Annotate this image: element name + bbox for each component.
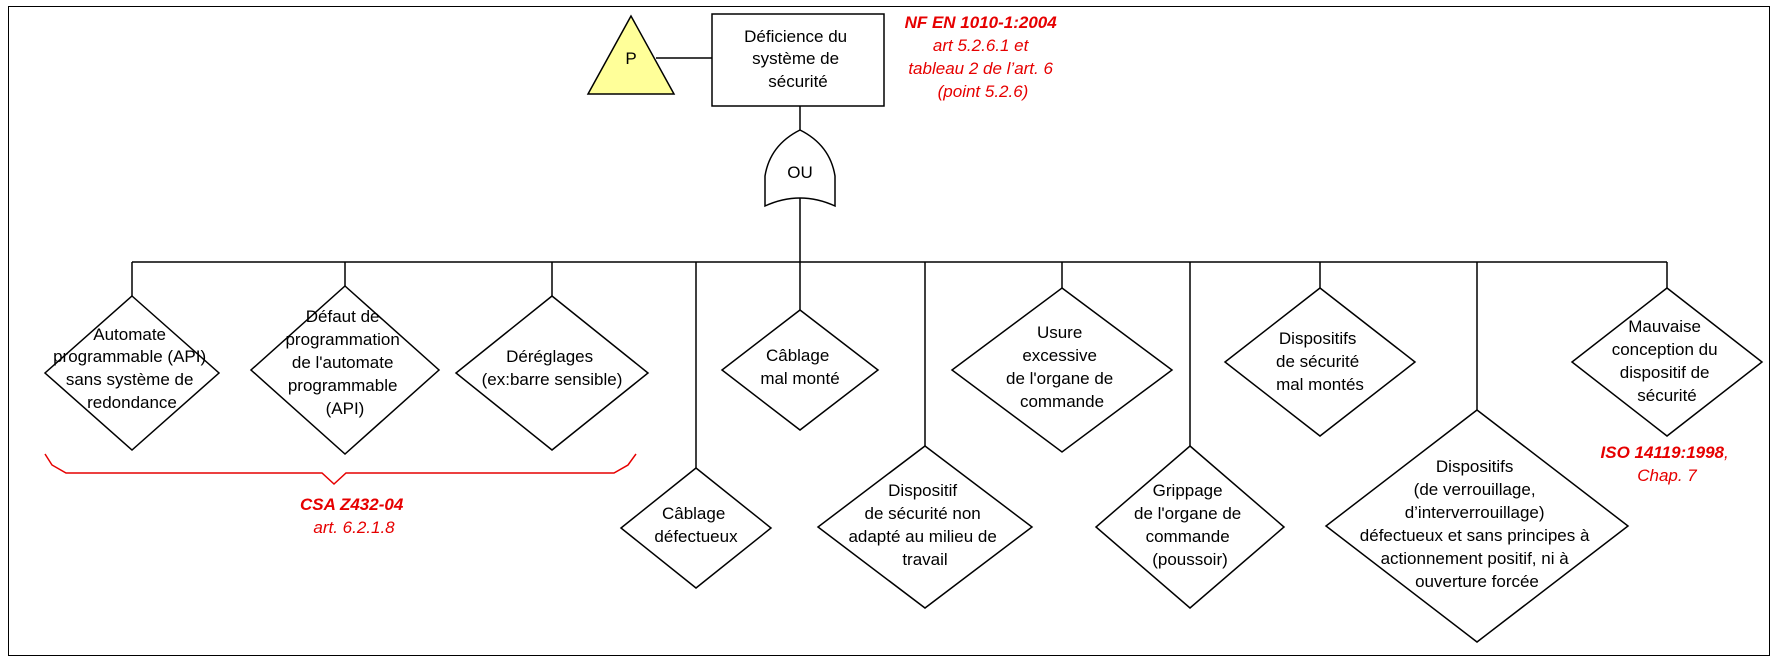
or-gate-label: OU: [787, 163, 813, 182]
top-event-label: Déficience du système de sécurité: [744, 27, 852, 91]
event-diamond-mauvaise-conception: [1570, 287, 1764, 437]
event-diamond-dispositifs-mal-montes: [1223, 287, 1417, 437]
event-diamond-dispositif-non-adapte: [816, 445, 1034, 609]
csa-reference: CSA Z432-04 art. 6.2.1.8: [300, 495, 408, 537]
csa-brace: [44, 453, 637, 486]
event-label-dispositifs-verrouillage: Dispositifs (de verrouillage, d’interver…: [1360, 457, 1594, 591]
event-diamond-dereglages: [454, 295, 650, 451]
event-label-dispositifs-mal-montes: Dispositifs de sécurité mal montés: [1276, 329, 1364, 394]
event-diamond-grippage: [1094, 445, 1286, 609]
p-indicator-label: P: [625, 49, 636, 68]
event-diamond-cablage-defectueux: [619, 467, 773, 589]
event-label-dereglages: Déréglages (ex:barre sensible): [482, 347, 623, 389]
event-label-dispositif-non-adapte: Dispositif de sécurité non adapté au mil…: [848, 481, 1001, 569]
nf-reference: NF EN 1010-1:2004 art 5.2.6.1 et tableau…: [905, 13, 1062, 101]
event-label-grippage: Grippage de l'organe de commande (pousso…: [1134, 481, 1246, 569]
event-label-defaut-programmation: Défaut de programmation de l'automate pr…: [285, 307, 404, 418]
p-triangle-icon: [586, 14, 676, 95]
event-diamond-dispositifs-verrouillage: [1324, 409, 1630, 643]
event-diamond-usure: [950, 287, 1174, 453]
event-label-mauvaise-conception: Mauvaise conception du dispositif de séc…: [1612, 317, 1723, 405]
event-label-cablage-defectueux: Câblage défectueux: [654, 504, 738, 546]
event-diamond-defaut-programmation: [249, 284, 441, 456]
top-event-box: [711, 13, 885, 107]
iso-reference: ISO 14119:1998, Chap. 7: [1601, 443, 1734, 485]
event-diamond-cablage-mal-monte: [720, 309, 880, 431]
event-label-automate: Automate programmable (API) sans système…: [53, 325, 211, 412]
event-label-cablage-mal-monte: Câblage mal monté: [760, 346, 839, 388]
event-diamond-automate: [43, 294, 221, 452]
event-label-usure: Usure excessive de l'organe de commande: [1006, 323, 1118, 411]
